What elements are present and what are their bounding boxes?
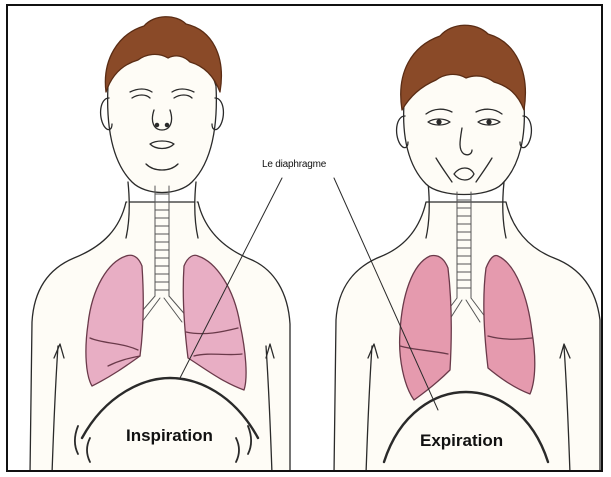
figure-inspiration bbox=[30, 17, 290, 472]
pupil-right-2 bbox=[487, 120, 491, 124]
diaphragm-label: Le diaphragme bbox=[262, 159, 326, 170]
diagram-frame: Le diaphragme Inspiration Expiration bbox=[6, 4, 603, 472]
nostril-left-1 bbox=[155, 123, 158, 126]
figure-expiration bbox=[334, 25, 600, 472]
inspiration-label: Inspiration bbox=[126, 426, 213, 446]
expiration-label: Expiration bbox=[420, 431, 503, 451]
pupil-right-1 bbox=[437, 120, 441, 124]
nostril-left-2 bbox=[165, 123, 168, 126]
respiration-diagram bbox=[8, 6, 603, 472]
